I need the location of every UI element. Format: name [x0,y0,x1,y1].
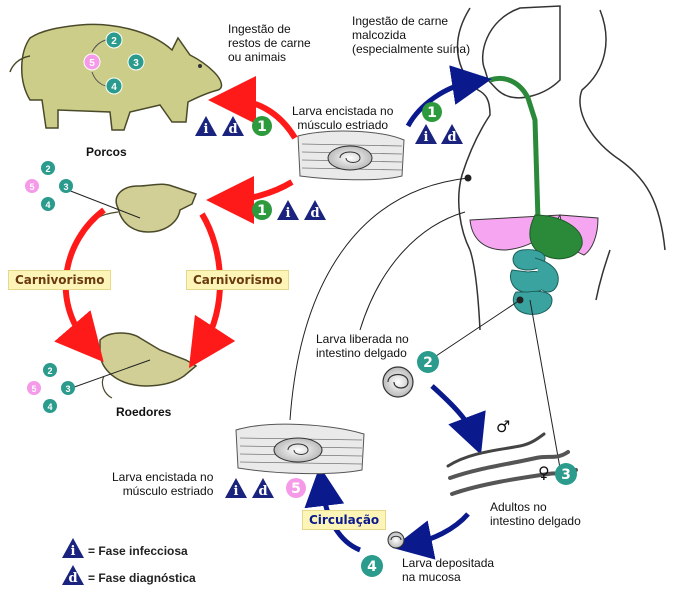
label-pigs: Porcos [86,145,127,159]
svg-text:i: i [424,130,429,145]
diagnostic-badges: i d i d i d i d i d [62,116,463,586]
label-line: intestino delgado [490,514,581,528]
svg-text:i: i [234,484,239,499]
label-line: Larva liberada no [316,332,409,346]
rodent-bottom-mini-cycle: 2 3 4 5 [27,359,151,413]
label-larva-encysted-bottom: Larva encistada no músculo estriado [112,470,213,498]
svg-text:1: 1 [427,105,437,121]
label-ingest-scraps: Ingestão de restos de carne ou animais [228,22,311,64]
svg-text:3: 3 [561,467,571,483]
svg-text:2: 2 [111,36,117,47]
label-line: restos de carne [228,36,311,50]
pig-illustration [9,23,223,131]
legend-diagnostic: = Fase diagnóstica [88,571,196,585]
muscle-tissue-top [297,130,405,181]
svg-text:d: d [447,130,456,145]
svg-text:3: 3 [63,182,68,192]
label-line: músculo estriado [122,484,214,498]
svg-text:1: 1 [257,119,267,135]
label-line: ou animais [228,50,287,64]
label-line: Larva encistada no [112,470,214,484]
deposited-larva [387,531,405,549]
svg-text:d: d [310,206,319,221]
svg-text:4: 4 [47,402,52,412]
svg-text:i: i [204,122,209,137]
label-rodents: Roedores [116,405,172,419]
label-larva-deposited: Larva depositada na mucosa [402,556,494,584]
label-line: músculo estriado [297,118,389,132]
svg-text:i: i [286,206,291,221]
rodent-top-mini-cycle: 2 3 4 5 [25,161,141,219]
svg-text:5: 5 [31,384,36,394]
adult-worms [446,432,578,496]
stage-circles: 1 1 1 2 3 4 5 [252,102,577,577]
svg-text:3: 3 [133,58,139,69]
female-symbol: ♀ [538,463,550,482]
human-body-outline [456,7,666,331]
pointer-lines [289,174,561,469]
svg-text:4: 4 [367,559,377,575]
svg-text:2: 2 [45,164,50,174]
label-line: intestino delgado [316,346,407,360]
label-larva-released: Larva liberada no intestino delgado [316,332,409,360]
svg-text:1: 1 [257,203,267,219]
svg-text:d: d [258,484,267,499]
released-larva [382,366,414,398]
svg-text:2: 2 [423,355,433,371]
red-arrows [54,76,298,369]
svg-text:i: i [71,544,76,559]
svg-text:5: 5 [291,481,301,497]
svg-text:5: 5 [29,182,34,192]
label-line: (especialmente suína) [352,42,471,56]
label-adults: Adultos no intestino delgado [490,500,581,528]
pig-mini-cycle: 5 2 3 4 [83,31,145,95]
svg-text:4: 4 [45,200,50,210]
esophagus [489,75,541,221]
muscle-tissue-bottom [235,423,365,475]
svg-text:3: 3 [65,384,70,394]
svg-text:d: d [228,122,237,137]
small-intestine [510,249,559,315]
legend-infective: = Fase infecciosa [88,544,188,558]
label-line: Ingestão de carne [352,14,449,28]
label-line: na mucosa [402,570,461,584]
label-line: malcozida [352,28,407,42]
label-carnivorism-right: Carnivorismo [186,270,290,290]
rodent-illustration-bottom [99,332,198,399]
svg-text:5: 5 [89,58,95,69]
male-symbol: ♂ [496,417,511,436]
label-carnivorism-left: Carnivorismo [8,270,112,290]
label-line: Ingestão de [228,22,291,36]
svg-text:d: d [68,571,77,586]
svg-text:4: 4 [111,82,117,93]
rodent-illustration-top [83,183,197,233]
human-head [481,5,561,99]
label-line: Larva depositada [402,556,495,570]
label-line: Larva encistada no [292,104,394,118]
label-ingest-meat: Ingestão de carne malcozida (especialmen… [352,14,470,56]
label-line: Adultos no [490,500,547,514]
stomach [529,214,583,260]
label-larva-encysted-top: Larva encistada no músculo estriado [292,104,393,132]
svg-text:2: 2 [47,366,52,376]
label-circulation: Circulação [302,510,387,530]
